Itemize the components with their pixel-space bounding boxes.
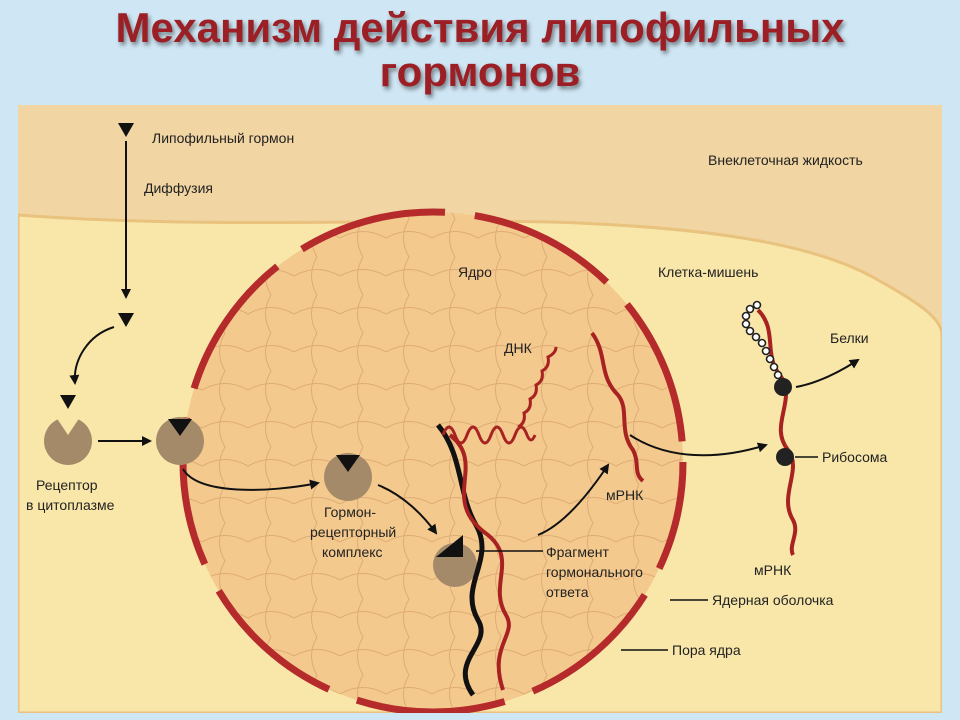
nucleus [179,208,687,716]
curved-arrow-to-receptor [69,326,115,385]
dna-helix [441,425,537,445]
label-complex-2: рецепторный [310,524,396,540]
hormone-receptor-complex [324,453,372,501]
label-complex-1: Гормон- [324,504,376,520]
ribosome-2 [776,448,794,466]
dna-strand-red [448,433,511,691]
label-fragment-1: Фрагмент [546,544,609,560]
hormone-triangle-top [118,123,134,137]
hormone-receptor-bound [156,417,204,465]
label-nuclear-pore: Пора ядра [672,642,741,658]
hormone-triangle-near-receptor [60,395,76,409]
label-lipophilic-hormone: Липофильный гормон [152,130,294,146]
arrow-transcription [537,463,610,536]
ribosome-1 [774,378,792,396]
label-diffusion: Диффузия [144,180,213,196]
arrow-proteins [795,358,860,388]
label-nuclear-envelope: Ядерная оболочка [712,592,834,608]
cytoplasmic-receptor [44,417,92,465]
protein-chain [741,300,783,380]
label-fragment-3: ответа [546,584,589,600]
label-dna: ДНК [504,340,533,356]
label-mrna-nucleus: мРНК [606,487,644,503]
label-extracellular-fluid: Внеклеточная жидкость [708,152,863,168]
label-mrna-cytoplasm: мРНК [754,562,792,578]
title-line-2: гормонов [379,48,581,95]
complex-on-dna [433,535,477,587]
arrow-complex-to-dna [377,484,438,535]
mrna-cytoplasm [756,308,798,556]
label-complex-3: комплекс [322,544,383,560]
arrow-mrna-export [629,434,768,457]
diagram-svg: Липофильный гормон Диффузия Внеклеточная… [16,105,944,716]
label-nucleus: Ядро [458,264,492,280]
title-line-1: Механизм действия липофильных [115,4,845,51]
page-title: Механизм действия липофильных гормонов [0,6,960,94]
arrow-to-nucleus [182,468,320,491]
label-fragment-2: гормонального [546,564,643,580]
label-receptor-2: в цитоплазме [26,497,115,513]
mrna-in-nucleus [590,331,645,483]
label-target-cell: Клетка-мишень [658,264,758,280]
label-proteins: Белки [830,330,869,346]
label-receptor-1: Рецептор [36,477,98,493]
dna-strand-black [436,423,485,697]
diagram-panel: Липофильный гормон Диффузия Внеклеточная… [16,105,944,716]
hormone-triangle-cytoplasm [118,313,134,327]
label-ribosome: Рибосома [822,449,888,465]
dna-coil-up [517,346,558,429]
